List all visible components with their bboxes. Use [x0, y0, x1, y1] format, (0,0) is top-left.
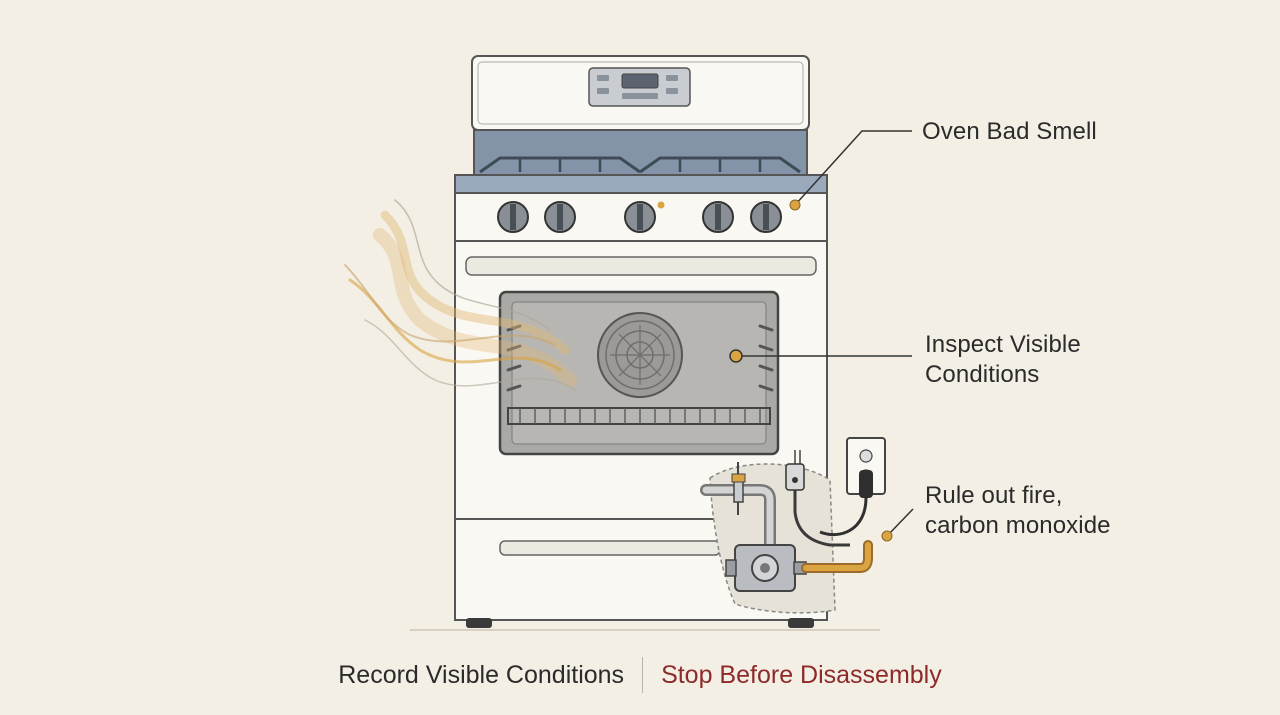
wall-outlet — [819, 437, 886, 537]
control-display-panel — [588, 67, 691, 107]
footer-stop-before-disassembly: Stop Before Disassembly — [661, 660, 942, 689]
oven-rack — [507, 407, 771, 425]
callout-rule-out-fire: Rule out fire, carbon monoxide — [925, 481, 1111, 541]
knob — [750, 201, 782, 233]
callout-inspect-line2: Conditions — [925, 361, 1040, 388]
gas-connection-cutaway — [700, 450, 873, 614]
gas-valve — [725, 544, 807, 592]
callout-dot-rule-out — [881, 530, 893, 542]
oven-foot — [466, 618, 492, 628]
power-plug — [785, 450, 850, 547]
footer-divider — [642, 657, 644, 693]
cooktop — [454, 129, 828, 194]
callout-smell-label: Oven Bad Smell — [922, 118, 1097, 145]
igniter — [731, 462, 746, 515]
knob — [544, 201, 576, 233]
oven-door-handle — [465, 256, 817, 276]
callout-rule-line2: carbon monoxide — [925, 512, 1111, 539]
callout-oven-bad-smell: Oven Bad Smell — [922, 117, 1097, 147]
footer-caption: Record Visible Conditions Stop Before Di… — [0, 655, 1280, 695]
callout-rule-line1: Rule out fire, — [925, 482, 1063, 509]
indicator-light — [657, 201, 665, 209]
oven-foot — [788, 618, 814, 628]
callout-inspect-line1: Inspect Visible — [925, 331, 1081, 358]
knob-panel — [454, 192, 828, 242]
callout-inspect-visible-conditions: Inspect Visible Conditions — [925, 330, 1081, 390]
callout-leaders — [736, 130, 914, 537]
knob — [497, 201, 529, 233]
knob — [624, 201, 656, 233]
convection-fan — [597, 312, 683, 398]
callout-dot-inspect — [729, 349, 743, 363]
odor-smoke-wisps — [344, 199, 577, 391]
callout-dot-smell — [789, 199, 801, 211]
footer-record-visible-conditions: Record Visible Conditions — [338, 660, 625, 689]
knob — [702, 201, 734, 233]
